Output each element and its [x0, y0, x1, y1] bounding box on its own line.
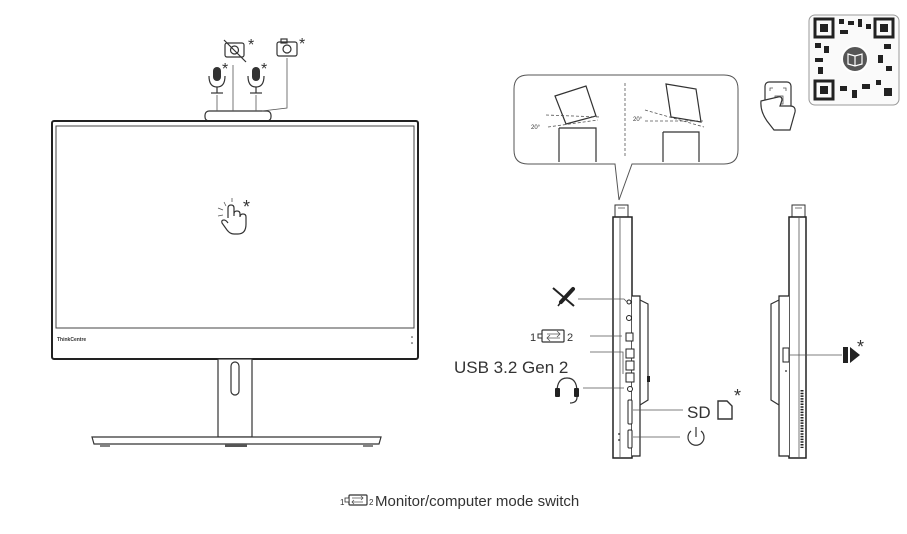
hdmi-in-icon	[843, 347, 860, 363]
mode-switch-icon	[537, 329, 565, 343]
tilt-angle-label: 20°	[633, 117, 643, 123]
asterisk: *	[222, 61, 228, 78]
tilt-angle-label: 20°	[531, 125, 541, 131]
caption-num: 2	[369, 498, 374, 507]
front-view: * * * * ThinkCentre	[51, 36, 419, 447]
asterisk: *	[248, 37, 254, 54]
monitor-screen	[55, 125, 415, 329]
microphone-icon	[208, 67, 226, 94]
qr-code-icon	[808, 14, 900, 106]
rear-side-view: *	[770, 204, 864, 459]
caption-num: 1	[340, 498, 345, 507]
asterisk: *	[857, 337, 864, 357]
brand-logo: ThinkCentre	[57, 337, 86, 343]
caption: 1 2 Monitor/computer mode switch	[340, 493, 579, 510]
camera-module	[204, 110, 272, 122]
phone-scan-icon	[760, 81, 796, 131]
asterisk: *	[243, 197, 250, 217]
camera-privacy-icon	[223, 39, 247, 63]
stand-base	[91, 436, 382, 445]
mic-mute-icon	[552, 287, 575, 307]
stand-neck	[217, 358, 253, 438]
asterisk: *	[261, 61, 267, 78]
touch-icon	[217, 198, 247, 235]
side-view-ports: 1 2 USB 3.2 Gen 2 SD *	[454, 204, 741, 459]
caption-text: Monitor/computer mode switch	[375, 493, 579, 510]
mode-switch-icon	[344, 494, 368, 506]
sd-card-icon	[717, 400, 733, 420]
usb-label: USB 3.2 Gen 2	[454, 358, 568, 377]
camera-icon	[276, 38, 298, 57]
mode-switch-num: 1	[530, 332, 536, 344]
asterisk: *	[734, 386, 741, 406]
microphone-icon	[247, 67, 265, 94]
power-icon	[687, 427, 705, 446]
asterisk: *	[299, 36, 305, 53]
sd-label: SD	[687, 403, 711, 422]
headset-icon	[555, 377, 579, 404]
mode-switch-num: 2	[567, 332, 573, 344]
tilt-callout: 20° 20°	[513, 74, 739, 201]
